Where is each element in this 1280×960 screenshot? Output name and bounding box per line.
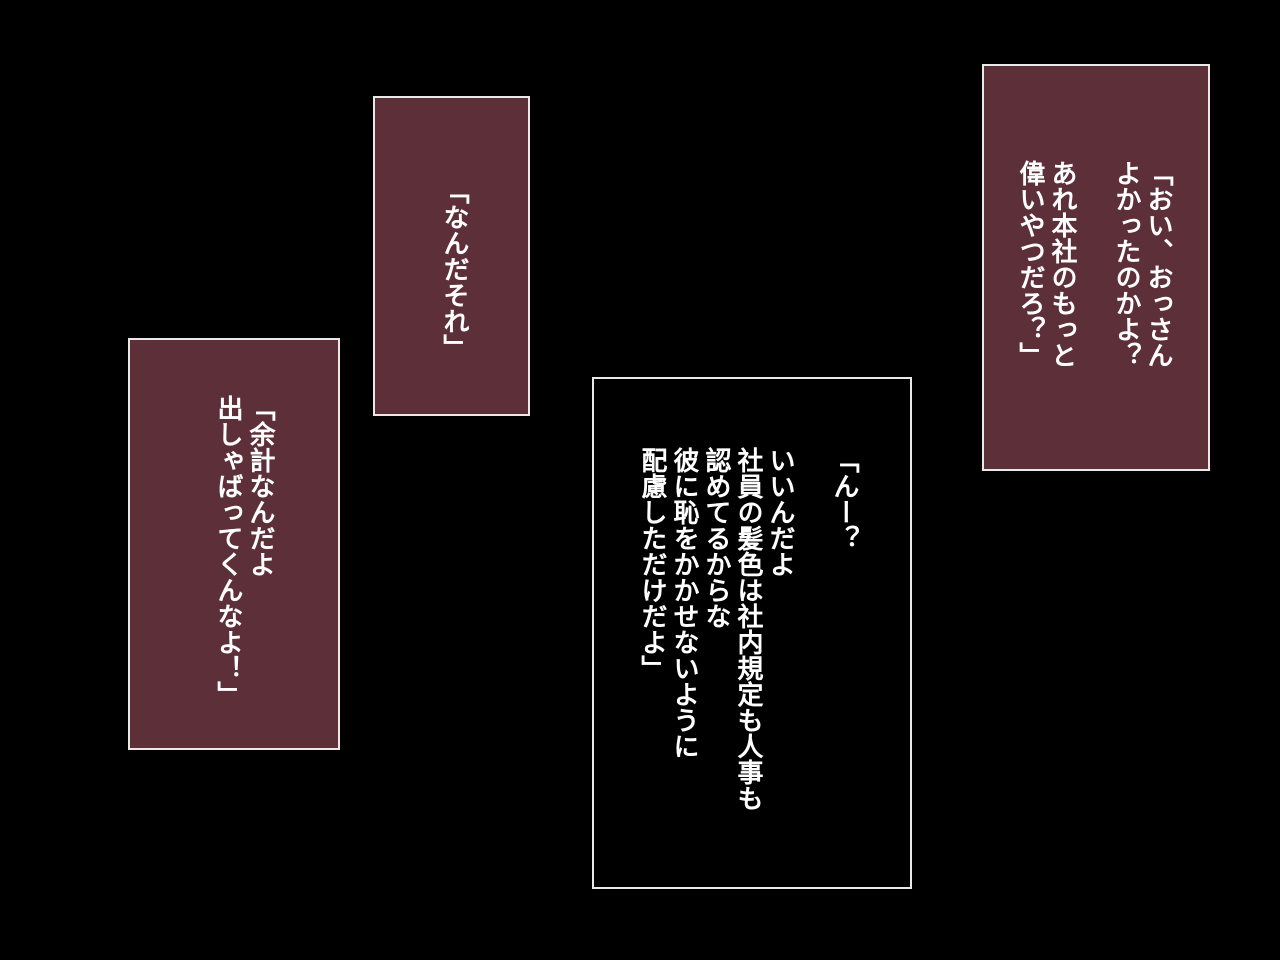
dialogue-box-center: 「んー？ いいんだよ 社員の髪色は社内規定も人事も 認めてるからな 彼に恥をかか…	[592, 377, 912, 889]
dialogue-line: いいんだよ	[765, 447, 795, 577]
dialogue-line: 「んー？	[829, 447, 859, 551]
dialogue-line: 「余計なんだよ	[245, 395, 275, 577]
dialogue-line: 配慮しただけだよ」	[637, 447, 667, 681]
dialogue-text: 「んー？ いいんだよ 社員の髪色は社内規定も人事も 認めてるからな 彼に恥をかか…	[636, 447, 860, 811]
dialogue-line: 出しゃばってくんなよ！」	[213, 395, 243, 707]
dialogue-text: 「おい、おっさん よかったのかよ？ あれ本社のもっと 偉いやつだろ？」	[1014, 160, 1174, 368]
dialogue-line: 社員の髪色は社内規定も人事も	[733, 447, 763, 811]
dialogue-blank-line	[1078, 160, 1110, 368]
dialogue-line: 「おい、おっさん	[1143, 160, 1173, 368]
dialogue-box-left: 「余計なんだよ 出しゃばってくんなよ！」	[128, 338, 340, 750]
dialogue-line: 「なんだそれ」	[439, 178, 469, 360]
dialogue-line: 認めてるからな	[701, 447, 731, 629]
dialogue-blank-line	[796, 447, 828, 811]
dialogue-text: 「余計なんだよ 出しゃばってくんなよ！」	[212, 395, 276, 707]
dialogue-line: あれ本社のもっと	[1047, 160, 1077, 368]
dialogue-box-top-right: 「おい、おっさん よかったのかよ？ あれ本社のもっと 偉いやつだろ？」	[982, 64, 1210, 471]
dialogue-line: よかったのかよ？	[1111, 160, 1141, 368]
dialogue-box-top-middle: 「なんだそれ」	[373, 96, 530, 416]
dialogue-line: 偉いやつだろ？」	[1015, 160, 1045, 368]
dialogue-line: 彼に恥をかかせないように	[669, 447, 699, 759]
dialogue-text: 「なんだそれ」	[438, 178, 470, 360]
